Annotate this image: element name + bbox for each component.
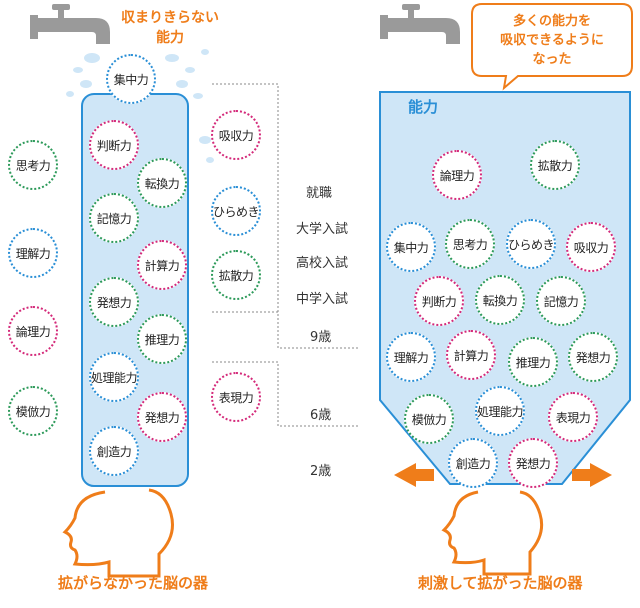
ability-ring: 理解力 (386, 332, 436, 382)
ability-ring: 発想力 (89, 277, 139, 327)
age-label: 2歳 (310, 464, 332, 479)
ability-ring: 集中力 (386, 222, 436, 272)
ability-ring: 思考力 (8, 140, 58, 190)
ability-ring: 模倣力 (8, 386, 58, 436)
ability-ring: 発想力 (508, 438, 558, 488)
ability-ring: 集中力 (106, 54, 156, 104)
ability-ring: 計算力 (137, 240, 187, 290)
ability-ring: 思考力 (445, 219, 495, 269)
ability-ring: ひらめき (506, 219, 556, 269)
ability-ring: 模倣力 (404, 394, 454, 444)
ability-ring: 判断力 (414, 276, 464, 326)
ability-ring: 判断力 (89, 120, 139, 170)
speech-bubble-text: 多くの能力を 吸収できるように なった (500, 14, 604, 67)
ability-ring: 処理能力 (89, 352, 139, 402)
arrow-right-icon (572, 463, 612, 487)
ability-ring: 処理能力 (475, 386, 525, 436)
ability-ring: 論理力 (432, 150, 482, 200)
ability-ring: 推理力 (508, 337, 558, 387)
ability-ring: 記憶力 (536, 276, 586, 326)
ability-ring: 理解力 (8, 228, 58, 278)
age-label: 6歳 (310, 408, 332, 423)
ability-ring: 発想力 (137, 392, 187, 442)
right-bottom-label: 刺激して拡がった脳の器 (418, 574, 583, 592)
ability-ring: 創造力 (448, 438, 498, 488)
ability-ring: 発想力 (568, 332, 618, 382)
head-icon-left (62, 488, 174, 578)
water-label: 能力 (408, 98, 439, 116)
splash-drops (66, 49, 214, 163)
faucet-icon-right (380, 4, 460, 44)
age-label: 9歳 (310, 330, 332, 345)
ability-ring: 論理力 (8, 306, 58, 356)
ability-ring: 計算力 (446, 330, 496, 380)
age-label: 高校入試 (296, 256, 349, 271)
faucet-icon-left (30, 4, 110, 44)
ability-ring: 拡散力 (211, 250, 261, 300)
ability-ring: 拡散力 (530, 140, 580, 190)
age-label: 中学入試 (296, 292, 349, 307)
head-icon-right (441, 490, 544, 576)
age-label: 大学入試 (296, 222, 349, 237)
ability-ring: 表現力 (548, 392, 598, 442)
arrow-left-icon (394, 463, 434, 487)
ability-ring: 吸収力 (211, 110, 261, 160)
ability-ring: 転換力 (137, 158, 187, 208)
ability-ring: 記憶力 (89, 193, 139, 243)
ability-ring: 吸収力 (566, 222, 616, 272)
ability-ring: 転換力 (475, 275, 525, 325)
overflow-label: 収まりきらない 能力 (121, 10, 219, 46)
ability-ring: ひらめき (211, 186, 261, 236)
age-label: 就職 (306, 186, 333, 201)
speech-bubble (471, 3, 633, 91)
left-bottom-label: 拡がらなかった脳の器 (58, 574, 209, 592)
ability-ring: 推理力 (137, 314, 187, 364)
ability-ring: 創造力 (89, 426, 139, 476)
ability-ring: 表現力 (211, 372, 261, 422)
